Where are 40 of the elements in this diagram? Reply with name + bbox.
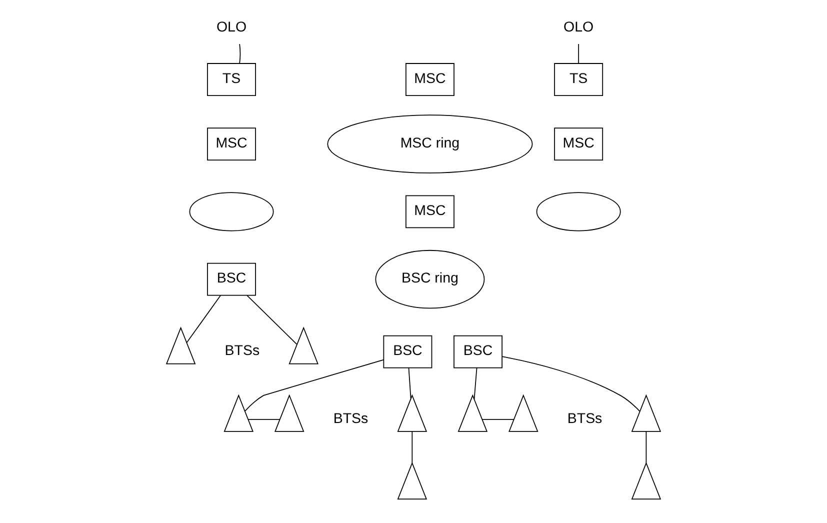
node-ellipse: BSC ring [375, 250, 485, 309]
connector [502, 356, 640, 412]
node-box: TS [207, 63, 256, 96]
node-ellipse: MSC ring [327, 114, 533, 174]
node-ellipse [536, 192, 621, 232]
node-triangle [397, 462, 428, 500]
node-box: TS [554, 63, 604, 96]
connector [248, 419, 280, 420]
connector [482, 419, 514, 420]
connector [474, 368, 478, 400]
label: BTSs [333, 410, 368, 427]
node-box: MSC [554, 128, 604, 160]
connector [246, 295, 298, 345]
node-ellipse [189, 192, 274, 232]
connector [646, 431, 647, 464]
connector [239, 44, 241, 64]
node-triangle [166, 326, 196, 364]
node-triangle [631, 394, 662, 432]
node-box: MSC [406, 63, 454, 96]
node-box: MSC [207, 128, 256, 160]
node-triangle [397, 394, 428, 432]
node-triangle [458, 394, 488, 432]
node-box: BSC [207, 262, 256, 296]
node-text: OLO [216, 19, 247, 36]
node-triangle [288, 326, 318, 364]
node-box: BSC [383, 335, 432, 368]
node-text: OLO [564, 19, 594, 36]
node-triangle [631, 462, 662, 500]
connector [186, 295, 221, 344]
connector [412, 431, 413, 464]
node-box: BSC [454, 335, 502, 368]
node-triangle [274, 394, 304, 432]
label: BTSs [567, 410, 602, 427]
node-box: MSC [406, 195, 454, 228]
connector [244, 359, 384, 412]
connector [578, 44, 580, 64]
node-triangle [224, 394, 254, 432]
label: BTSs [224, 343, 260, 360]
node-triangle [508, 394, 538, 432]
connector [408, 368, 412, 400]
